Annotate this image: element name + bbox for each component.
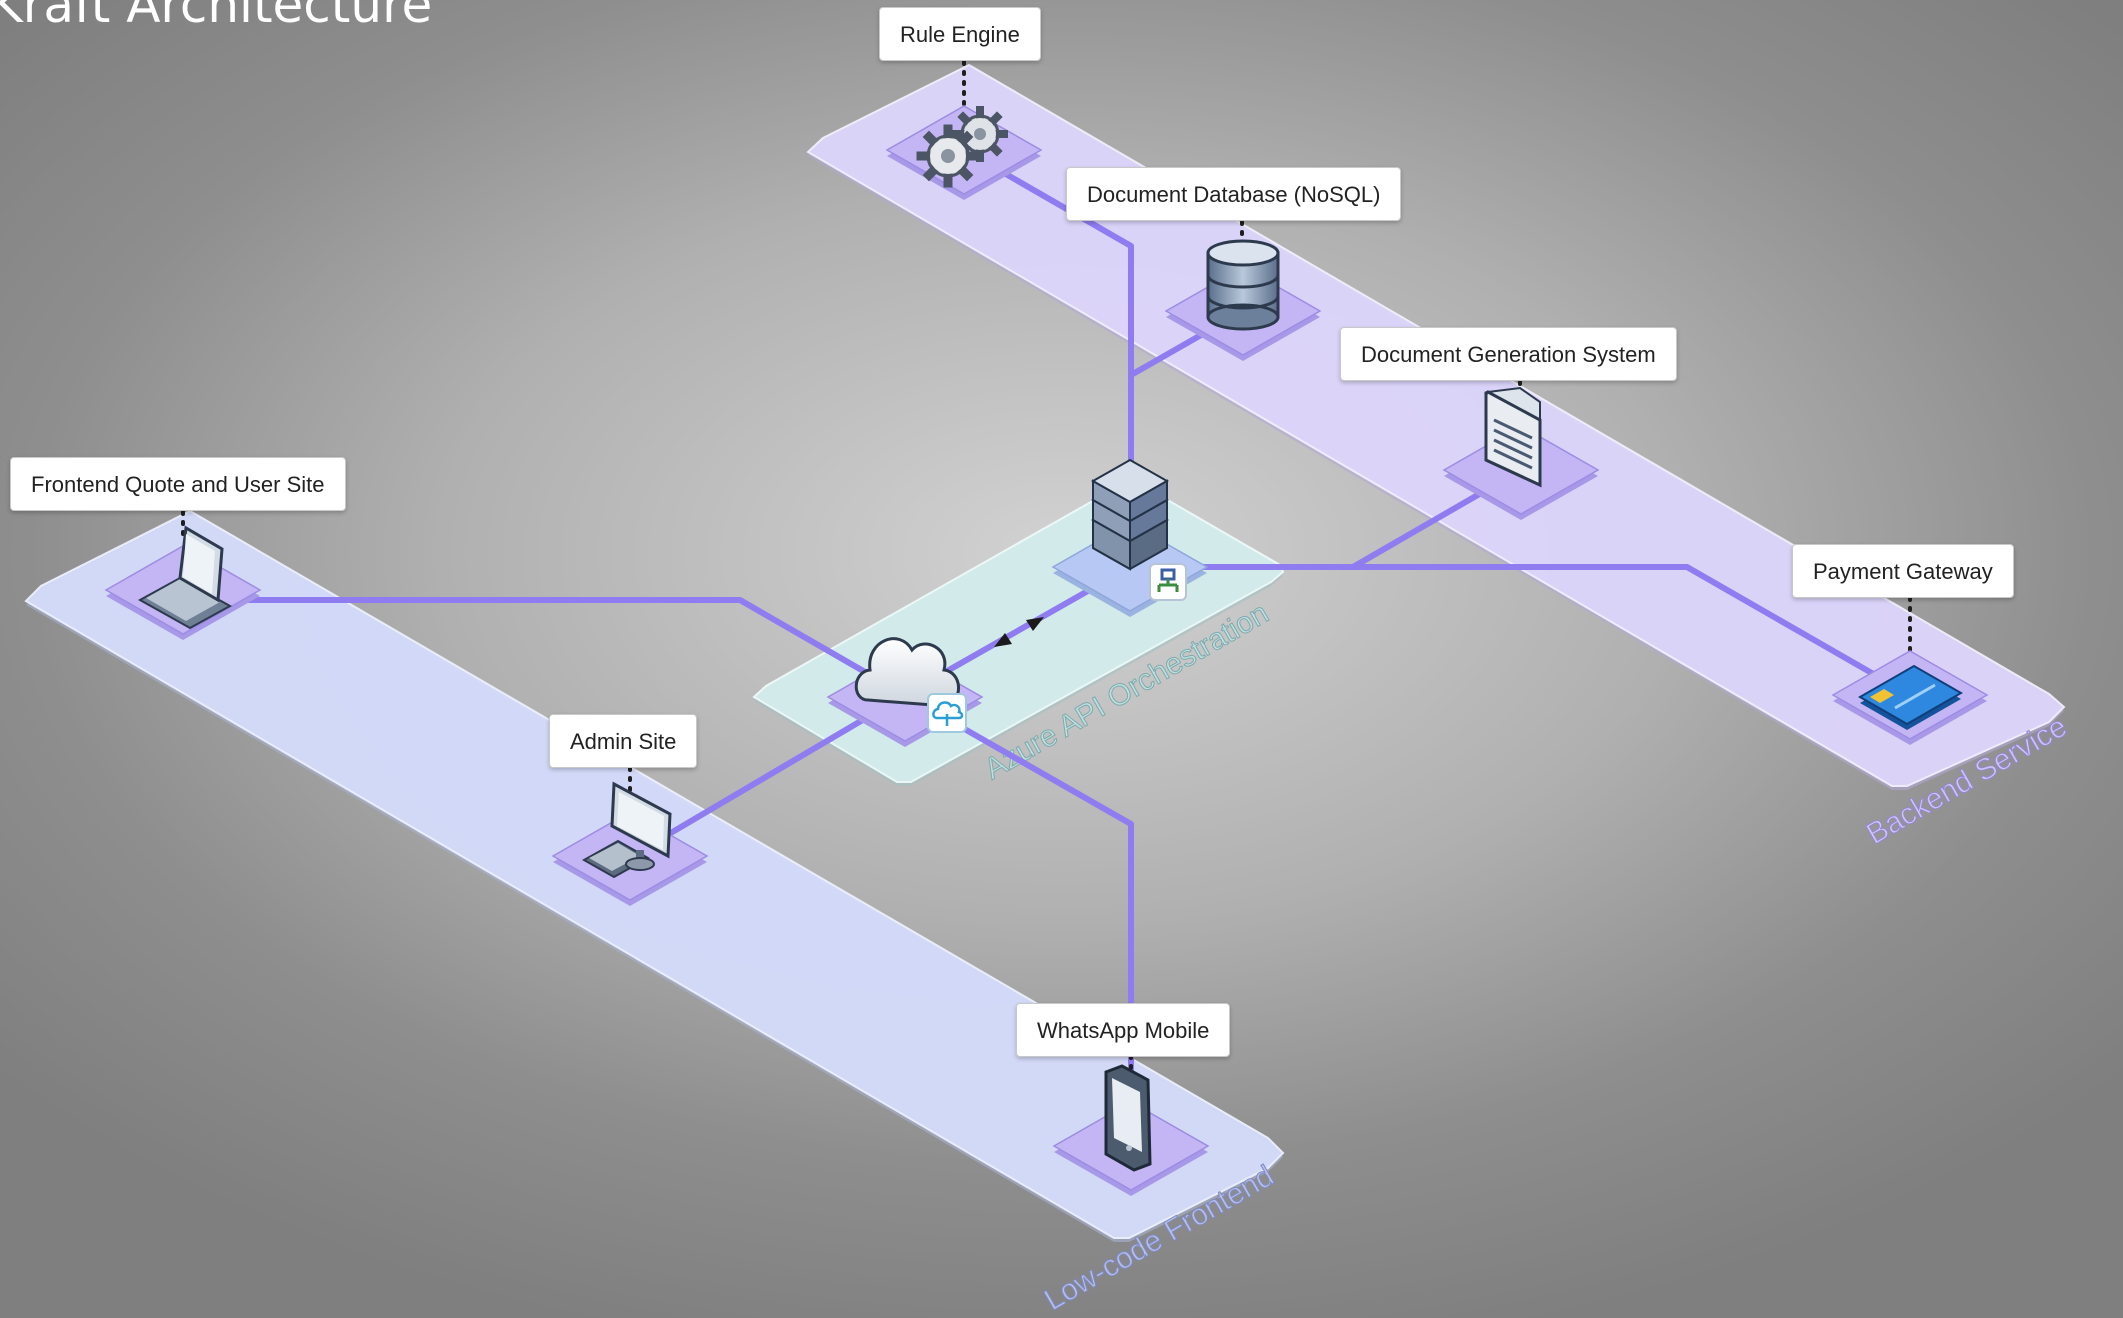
label-frontend-site: Frontend Quote and User Site <box>10 457 346 511</box>
connector-whatsapp <box>902 692 1134 1078</box>
label-whatsapp-mobile: WhatsApp Mobile <box>1016 1003 1231 1057</box>
page-title: Kraft Architecture <box>0 0 433 34</box>
connector-frontend-site <box>179 597 908 698</box>
label-document-generation: Document Generation System <box>1340 327 1677 381</box>
label-payment-gateway: Payment Gateway <box>1792 544 2014 598</box>
cloud-icon <box>854 637 967 733</box>
smartphone-icon <box>1104 1064 1152 1172</box>
label-document-database: Document Database (NoSQL) <box>1066 167 1402 221</box>
database-icon <box>1206 239 1280 331</box>
bidirectional-arrows <box>994 617 1044 647</box>
connector-payment <box>1127 564 1913 698</box>
server-icon <box>1090 458 1187 601</box>
label-rule-engine: Rule Engine <box>879 7 1041 61</box>
label-admin-site: Admin Site <box>549 714 698 768</box>
credit-card-icon <box>1857 664 1964 730</box>
connector-admin-site <box>627 692 908 860</box>
gears-icon <box>916 106 1008 188</box>
desktop-computer-icon <box>581 781 672 879</box>
document-icon <box>1484 386 1542 488</box>
laptop-icon <box>137 525 233 630</box>
